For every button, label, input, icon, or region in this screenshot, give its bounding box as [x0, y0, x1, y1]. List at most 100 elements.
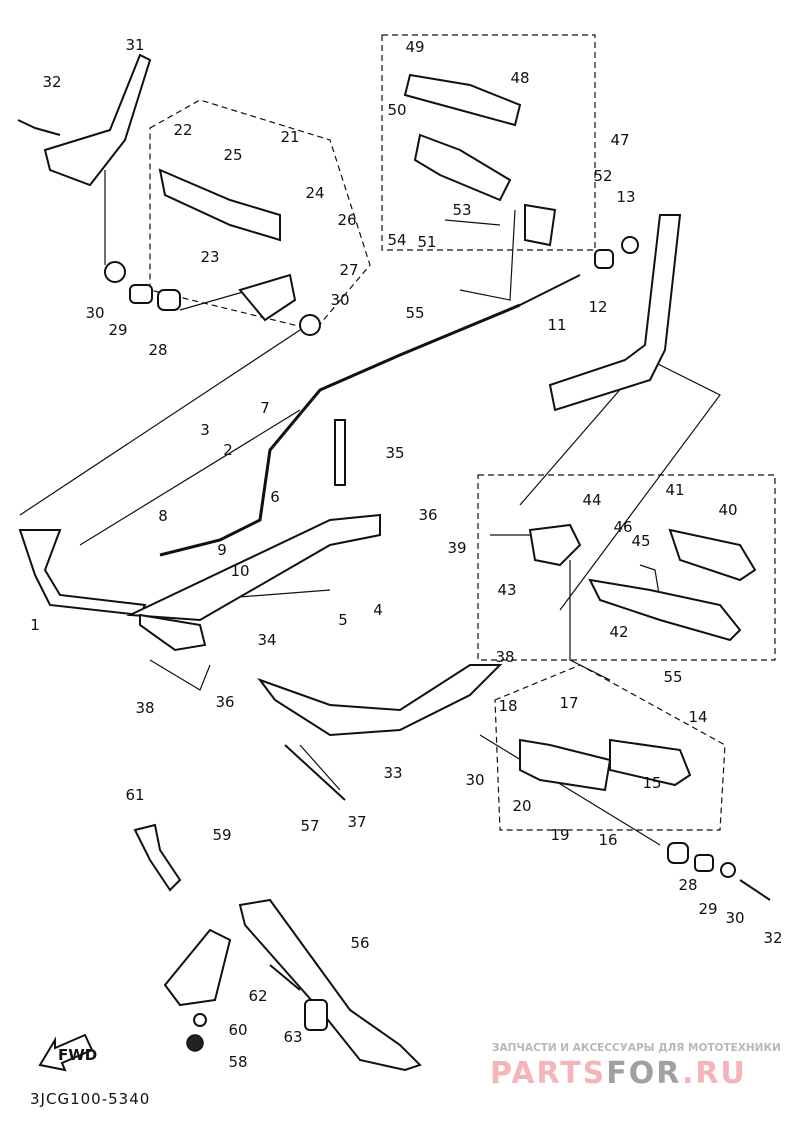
- callout-22: 22: [173, 121, 192, 139]
- callout-18: 18: [498, 697, 517, 715]
- group-box-14: [494, 664, 726, 831]
- frame-bar-33: [257, 664, 503, 737]
- bracket-right: [548, 214, 682, 412]
- callout-41: 41: [665, 481, 684, 499]
- band-35: [334, 419, 346, 486]
- frame-bar-34: [126, 513, 381, 622]
- cable-7: [159, 303, 521, 557]
- callout-63: 63: [283, 1028, 302, 1046]
- bolt-32b: [739, 879, 771, 901]
- callout-11: 11: [547, 316, 566, 334]
- callout-1: 1: [30, 616, 40, 634]
- callout-5: 5: [338, 611, 348, 629]
- footpeg-22: [158, 168, 281, 242]
- callout-2: 2: [223, 441, 233, 459]
- forward-arrow-icon: FWD: [38, 1033, 97, 1072]
- callout-23: 23: [200, 248, 219, 266]
- callout-40: 40: [718, 501, 737, 519]
- cover-61: [133, 823, 182, 892]
- callout-62: 62: [248, 987, 267, 1005]
- collar-29: [129, 284, 153, 304]
- bracket-side: [163, 928, 232, 1007]
- bolt-32: [17, 119, 61, 136]
- callout-53: 53: [452, 201, 471, 219]
- callout-6: 6: [270, 488, 280, 506]
- callout-35: 35: [385, 444, 404, 462]
- callout-7: 7: [260, 399, 270, 417]
- callout-58: 58: [228, 1053, 247, 1071]
- callout-8: 8: [158, 507, 168, 525]
- callout-16: 16: [598, 831, 617, 849]
- callout-21: 21: [280, 128, 299, 146]
- callout-34: 34: [257, 631, 276, 649]
- callout-17: 17: [559, 694, 578, 712]
- group-box-47: [381, 34, 596, 251]
- sidestand-56: [238, 898, 422, 1072]
- callout-20: 20: [512, 797, 531, 815]
- callout-54: 54: [387, 231, 406, 249]
- callout-30: 30: [725, 909, 744, 927]
- diagram-code: 3JCG100-5340: [30, 1090, 151, 1108]
- group-box-39: [477, 474, 776, 661]
- callout-51: 51: [417, 233, 436, 251]
- callout-24: 24: [305, 184, 324, 202]
- holder-20: [519, 738, 612, 792]
- callout-15: 15: [642, 774, 661, 792]
- footpeg-40: [668, 528, 757, 582]
- callout-55: 55: [405, 304, 424, 322]
- callout-44: 44: [582, 491, 601, 509]
- washer-30c: [720, 862, 736, 878]
- watermark-tagline: ЗАПЧАСТИ И АКСЕССУАРЫ ДЛЯ МОТОТЕХНИКИ: [492, 1042, 781, 1054]
- bracket-31: [43, 53, 152, 187]
- washer-30: [104, 261, 126, 283]
- collar-29b: [694, 854, 714, 872]
- callout-4: 4: [373, 601, 383, 619]
- callout-37: 37: [347, 813, 366, 831]
- callout-26: 26: [337, 211, 356, 229]
- holder-27: [238, 273, 297, 322]
- plate-34: [139, 613, 207, 652]
- callout-50: 50: [387, 101, 406, 119]
- forward-arrow-label: FWD: [58, 1046, 97, 1064]
- callout-57: 57: [300, 817, 319, 835]
- callout-39: 39: [447, 539, 466, 557]
- spring-11: [519, 274, 581, 306]
- callout-25: 25: [223, 146, 242, 164]
- holder-42: [588, 578, 742, 642]
- callout-59: 59: [212, 826, 231, 844]
- callout-27: 27: [339, 261, 358, 279]
- callout-14: 14: [688, 708, 707, 726]
- footpeg-15: [609, 738, 692, 787]
- bolt-37: [284, 744, 346, 801]
- callout-28: 28: [678, 876, 697, 894]
- callout-61: 61: [125, 786, 144, 804]
- callout-19: 19: [550, 826, 569, 844]
- callout-12: 12: [588, 298, 607, 316]
- callout-30: 30: [85, 304, 104, 322]
- callout-38: 38: [135, 699, 154, 717]
- bushing-28b: [667, 842, 689, 864]
- callout-46: 46: [613, 518, 632, 536]
- group-box-21: [149, 99, 371, 331]
- footpeg-48: [403, 73, 522, 127]
- callout-47: 47: [610, 131, 629, 149]
- callout-43: 43: [497, 581, 516, 599]
- washer-30b: [299, 314, 321, 336]
- callout-45: 45: [631, 532, 650, 550]
- callout-38: 38: [495, 648, 514, 666]
- callout-32: 32: [42, 73, 61, 91]
- nut-58: [186, 1034, 204, 1052]
- callout-52: 52: [593, 167, 612, 185]
- callout-29: 29: [108, 321, 127, 339]
- callout-48: 48: [510, 69, 529, 87]
- bracket-51: [524, 203, 557, 247]
- brake-pedal-1: [18, 529, 147, 617]
- callout-10: 10: [230, 562, 249, 580]
- callout-56: 56: [350, 934, 369, 952]
- logo-part-2: FOR: [606, 1056, 682, 1091]
- callout-42: 42: [609, 623, 628, 641]
- callout-55: 55: [663, 668, 682, 686]
